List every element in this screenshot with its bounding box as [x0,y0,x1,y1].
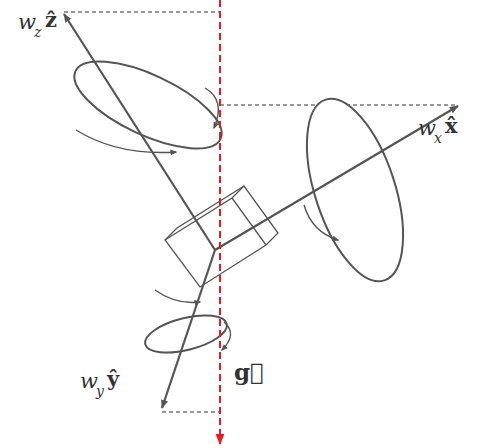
unit-vector: ẑ [45,9,57,30]
gravity-line [219,0,221,444]
axis-subscript: z [34,25,41,39]
spinning-disk [63,44,423,360]
rotation-arrow [76,88,338,350]
spin-axis [64,14,458,408]
omega-symbol: w [18,12,36,33]
axis-subscript: y [96,384,104,398]
omega-symbol: w [80,371,98,392]
unit-vector: x̂ [445,115,458,136]
gravity-vector: g⃗ [234,360,264,383]
omega-symbol: w [418,118,436,139]
axis-subscript: x [434,131,442,145]
unit-vector: ŷ [107,368,119,389]
body-box [165,186,278,287]
